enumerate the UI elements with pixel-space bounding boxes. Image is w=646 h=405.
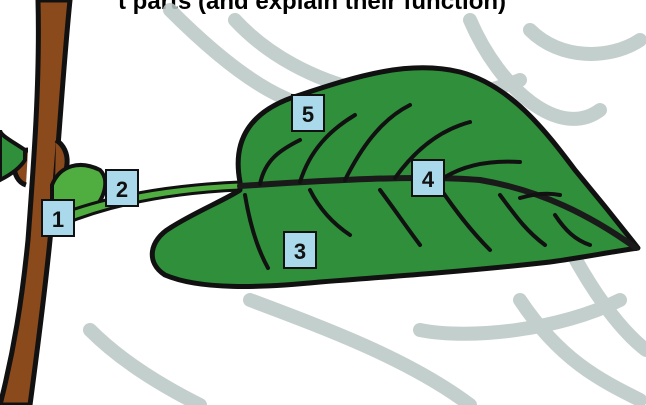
label-5-text: 5 [302, 102, 314, 127]
label-2-text: 2 [116, 177, 128, 202]
label-2: 2 [106, 170, 138, 206]
label-4: 4 [412, 160, 444, 196]
label-3: 3 [284, 232, 316, 268]
label-3-text: 3 [294, 239, 306, 264]
label-1: 1 [42, 200, 74, 236]
label-1-text: 1 [52, 207, 64, 232]
label-4-text: 4 [422, 167, 435, 192]
label-5: 5 [292, 95, 324, 131]
